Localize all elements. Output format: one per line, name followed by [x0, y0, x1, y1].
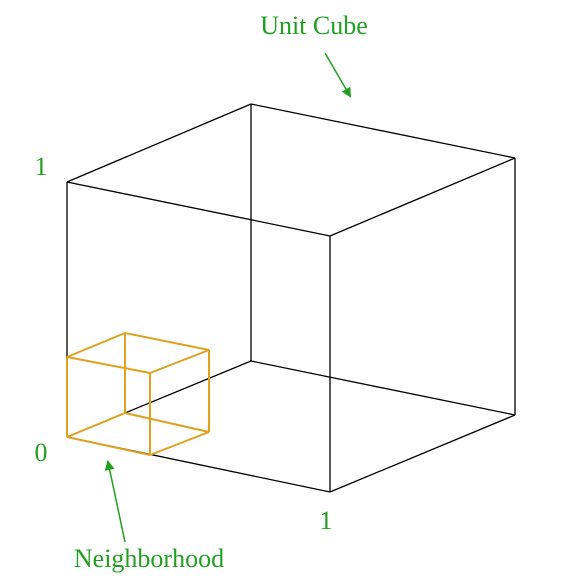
neighborhood-edge	[124, 332, 210, 351]
cube-edge	[329, 414, 516, 493]
neighborhood-edge	[66, 332, 126, 358]
axis-tick-top: 1	[35, 152, 48, 181]
cube-edge	[66, 181, 331, 237]
cube-edge	[250, 360, 516, 416]
unit-cube-label: Unit Cube	[260, 11, 368, 40]
neighborhood-edge	[124, 412, 210, 433]
unit-cube-arrow	[324, 52, 352, 98]
cube-edge	[329, 157, 516, 237]
unit-cube	[66, 103, 516, 493]
neighborhood-cube	[66, 332, 210, 456]
neighborhood-label: Neighborhood	[74, 544, 224, 573]
neighborhood-edge	[149, 431, 210, 456]
axis-tick-right: 1	[320, 506, 333, 535]
cube-edge	[66, 103, 252, 183]
neighborhood-edge	[66, 356, 151, 374]
neighborhood-edge	[66, 436, 151, 456]
neighborhood-arrow	[104, 460, 126, 543]
cube-edge	[250, 103, 516, 159]
neighborhood-edge	[66, 412, 126, 438]
axis-tick-origin: 0	[35, 438, 48, 467]
neighborhood-edge	[149, 349, 210, 374]
